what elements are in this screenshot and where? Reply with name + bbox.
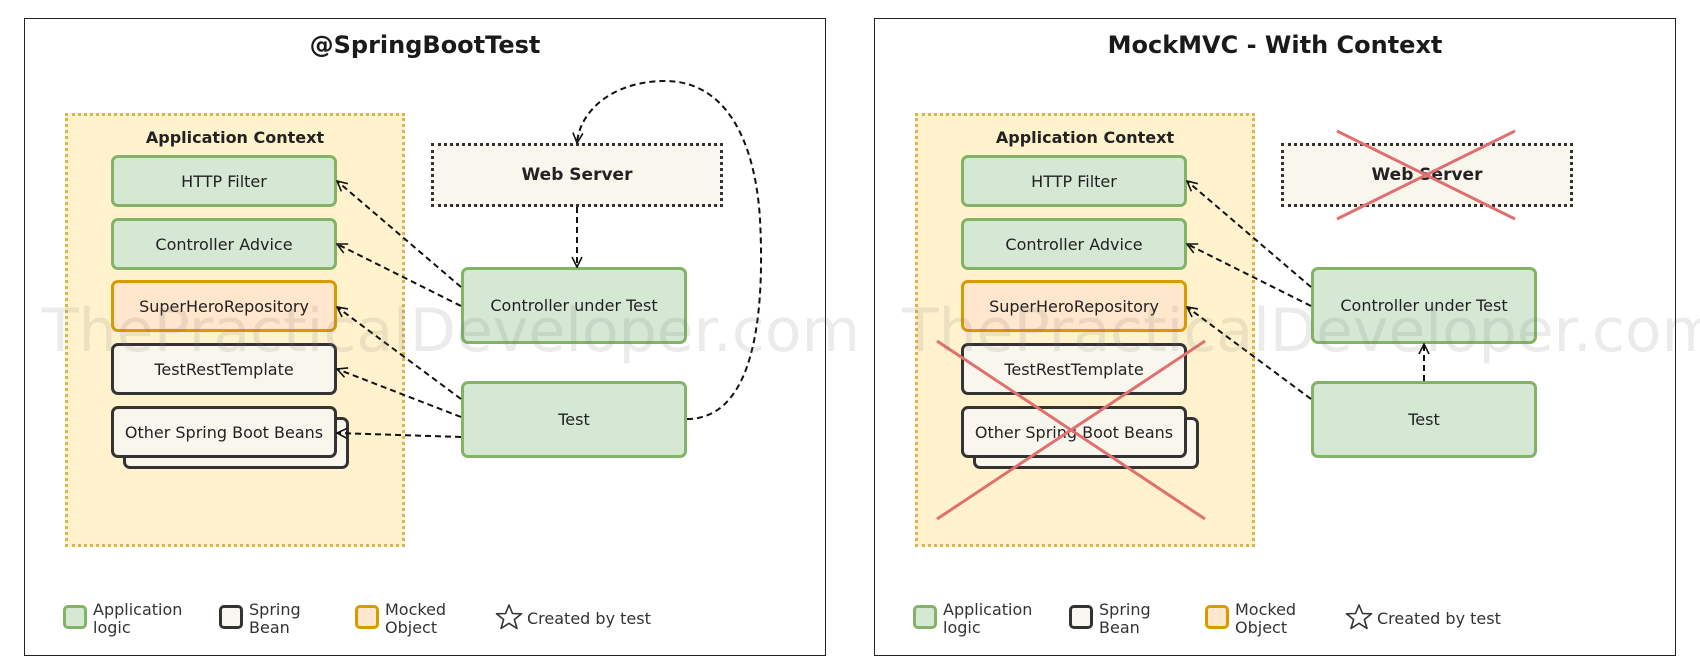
- controller-under-test-box: Controller under Test: [461, 267, 687, 344]
- context-label: Application Context: [145, 128, 325, 147]
- superhero-repository-box: SuperHeroRepository: [111, 280, 337, 332]
- legend-label: Application logic: [93, 600, 183, 637]
- arrow-controller-to-http-filter: [1187, 181, 1312, 288]
- arrow-test-to-repository: [1187, 307, 1312, 400]
- legend-swatch: [355, 605, 379, 629]
- arrow-controller-to-controller-advice: [1187, 243, 1312, 307]
- arrow-test-to-repository: [337, 307, 462, 400]
- other-spring-boot-beans-box: Other Spring Boot Beans: [111, 406, 337, 458]
- web-server-box: Web Server: [431, 143, 723, 207]
- legend-swatch: [1069, 605, 1093, 629]
- star-icon: [495, 604, 523, 630]
- legend-label: Spring Bean: [1099, 600, 1151, 637]
- panel-title: MockMVC - With Context: [1107, 31, 1443, 59]
- legend-swatch: [63, 605, 87, 629]
- context-label: Application Context: [995, 128, 1175, 147]
- arrow-test-to-other-beans: [337, 433, 462, 437]
- controller-under-test-box: Controller under Test: [1311, 267, 1537, 344]
- arrow-controller-to-controller-advice: [337, 243, 462, 307]
- springboottest-panel: @SpringBootTest Application Context HTTP…: [24, 18, 826, 656]
- legend-label: Spring Bean: [249, 600, 301, 637]
- legend-label: Created by test: [527, 609, 651, 628]
- test-box: Test: [1311, 381, 1537, 458]
- controller-advice-box: Controller Advice: [961, 218, 1187, 270]
- right-arrows: [936, 129, 1516, 521]
- test-box: Test: [461, 381, 687, 458]
- arrow-test-to-test-rest-template: [337, 369, 462, 418]
- star-icon: [1345, 604, 1373, 630]
- arrow-controller-to-http-filter: [337, 181, 462, 288]
- left-arrows: [25, 79, 763, 657]
- web-server-cross-line: [1336, 129, 1516, 221]
- legend-label: Mocked Object: [385, 600, 447, 637]
- legend-label: Application logic: [943, 600, 1033, 637]
- legend-label: Created by test: [1377, 609, 1501, 628]
- test-rest-template-box: TestRestTemplate: [961, 343, 1187, 395]
- panel-title: @SpringBootTest: [309, 31, 541, 59]
- http-filter-box: HTTP Filter: [961, 155, 1187, 207]
- arrow-test-to-web-server: [577, 79, 763, 420]
- excluded-beans-cross-line: [936, 339, 1206, 521]
- legend-swatch: [913, 605, 937, 629]
- legend-swatch: [1205, 605, 1229, 629]
- controller-advice-box: Controller Advice: [111, 218, 337, 270]
- legend-swatch: [219, 605, 243, 629]
- mockmvc-panel: MockMVC - With Context Application Conte…: [874, 18, 1676, 656]
- superhero-repository-box: SuperHeroRepository: [961, 280, 1187, 332]
- http-filter-box: HTTP Filter: [111, 155, 337, 207]
- legend-label: Mocked Object: [1235, 600, 1297, 637]
